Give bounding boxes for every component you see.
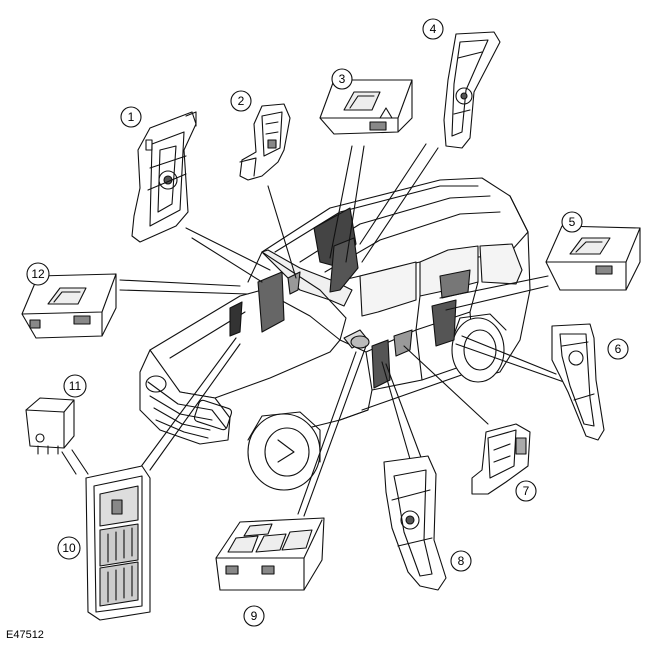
leader-lines: [61, 143, 565, 517]
vehicle-illustration: [139, 177, 531, 491]
callout-9: 9: [243, 605, 265, 627]
svg-text:7: 7: [523, 484, 530, 498]
callout-3: 3: [331, 68, 353, 90]
callout-5: 5: [561, 211, 583, 233]
figure-code-label: E47512: [6, 629, 44, 641]
component-6-rear-window-regulator: [551, 323, 605, 441]
callout-1: 1: [120, 106, 142, 128]
callout-7: 7: [515, 480, 537, 502]
component-10-fuse-box: [85, 465, 151, 621]
callout-4: 4: [422, 18, 444, 40]
component-5-window-switch: [545, 225, 641, 291]
svg-text:12: 12: [31, 267, 45, 281]
svg-text:5: 5: [569, 215, 576, 229]
svg-text:2: 2: [238, 94, 245, 108]
component-11-relay: [25, 397, 75, 455]
component-9-driver-switch-pack: [215, 517, 325, 591]
component-2-door-latch: [239, 103, 291, 181]
svg-text:4: 4: [430, 22, 437, 36]
component-3-window-switch: [319, 79, 413, 135]
svg-text:11: 11: [69, 379, 82, 393]
callouts: 1 2 3 4 5 6 7 8: [26, 18, 629, 627]
svg-text:9: 9: [251, 609, 258, 623]
component-4-rear-window-regulator: [443, 31, 501, 149]
callout-2: 2: [230, 90, 252, 112]
svg-text:8: 8: [458, 554, 465, 568]
component-1-window-regulator: [131, 111, 197, 243]
callout-10: 10: [57, 536, 81, 560]
svg-text:6: 6: [615, 342, 622, 356]
component-8-window-regulator: [383, 455, 447, 591]
component-7-door-latch: [471, 423, 531, 495]
svg-text:3: 3: [339, 72, 346, 86]
svg-text:1: 1: [128, 110, 135, 124]
svg-text:10: 10: [62, 541, 76, 555]
callout-6: 6: [607, 338, 629, 360]
callout-8: 8: [450, 550, 472, 572]
callout-11: 11: [63, 374, 87, 398]
callout-12: 12: [26, 262, 50, 286]
